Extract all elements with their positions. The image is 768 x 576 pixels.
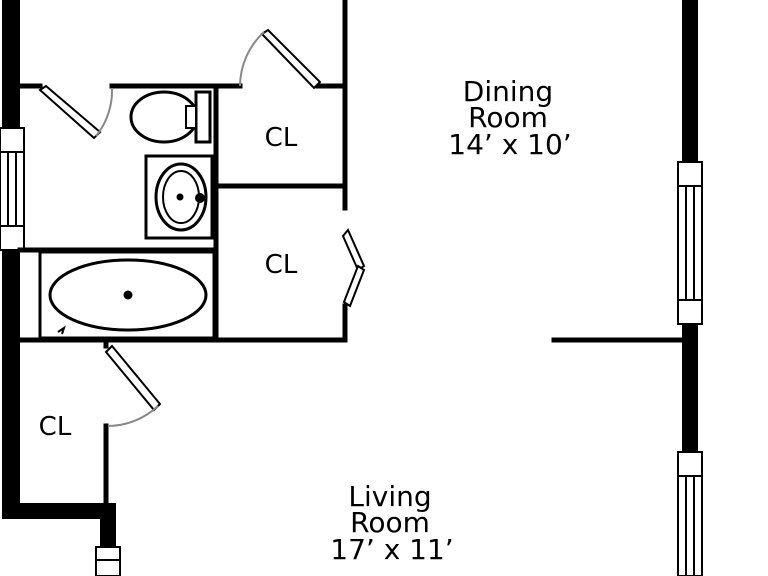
right-window-lower [677,451,703,576]
closet-label-lower: CL [39,412,72,442]
left-window [0,127,25,251]
bottom-left-window [95,546,121,576]
closet-label-middle: CL [265,250,298,280]
living-room-name-line1: Living [348,480,431,513]
left-exterior-wall [2,0,20,510]
bottom-left-wall-post [100,503,116,549]
tub-drain [123,290,133,300]
dining-room-dimensions: 14’ x 10’ [448,128,571,161]
dining-room-name-line2: Room [468,101,548,134]
toilet-tank [194,90,212,144]
right-window-upper [677,161,703,325]
labels: Dining Room 14’ x 10’ Living Room 17’ x … [39,75,572,566]
toilet [129,90,212,144]
windows [0,127,703,576]
dining-room-name-line1: Dining [463,75,553,108]
upper-closet-door [239,28,322,90]
closet-label-upper: CL [265,123,298,153]
bathroom-door [38,84,114,140]
lower-closet-door [104,344,162,427]
interior-walls [17,0,685,506]
sink-drain [176,193,184,201]
bifold-closet-door [341,228,366,308]
living-room-dimensions: 17’ x 11’ [330,533,453,566]
sink-faucet [195,193,205,203]
doors [38,28,366,427]
living-room-name-line2: Room [350,506,430,539]
bathtub [38,250,216,340]
bottom-left-wall-jog [2,503,116,519]
sink [144,154,214,240]
